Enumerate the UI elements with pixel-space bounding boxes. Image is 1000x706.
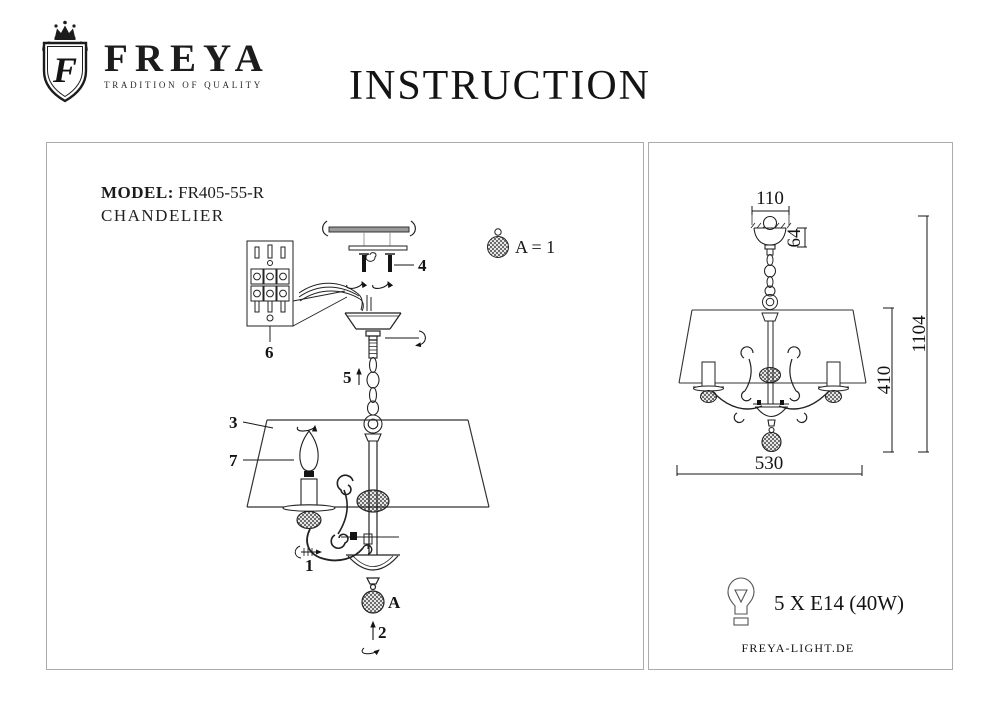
screw-rotation-arrows (346, 281, 394, 289)
screw-icon (294, 545, 322, 559)
central-column (356, 441, 390, 555)
bulb-icon (727, 577, 755, 626)
part-label-1: 1 (305, 556, 314, 575)
model-label: MODEL: (101, 183, 174, 202)
lampshade (246, 419, 490, 508)
part-label-5: 5 (343, 368, 352, 387)
dim-canopy-width: 110 (756, 188, 784, 209)
assembly-diagram: 4 6 (229, 220, 555, 656)
logo-monogram: F (52, 50, 77, 90)
dim-110 (751, 206, 790, 225)
part-label-7: 7 (229, 451, 238, 470)
crystal-ball-icon (487, 228, 509, 258)
dim-candles (693, 361, 849, 403)
website: FREYA-LIGHT.DE (742, 641, 855, 655)
dim-1104 (918, 215, 929, 453)
brand-tagline: TRADITION OF QUALITY (104, 79, 263, 90)
assembly-panel: MODEL: FR405-55-R CHANDELIER (46, 142, 644, 670)
chain (363, 339, 383, 442)
arm-attachment (341, 532, 399, 549)
product-type: CHANDELIER (101, 206, 225, 225)
freya-shield-icon: F (42, 20, 88, 103)
legend-text: A = 1 (515, 237, 555, 257)
part-label-4: 4 (418, 256, 427, 275)
dimensions-panel: 110 64 410 1104 530 5 X E14 (40W) FREYA-… (648, 142, 953, 670)
dim-shade-width: 530 (755, 453, 784, 474)
candle-bulb (282, 424, 336, 530)
part3-leader (242, 421, 274, 429)
dim-410 (883, 307, 894, 453)
dim-canopy-height: 64 (784, 228, 805, 248)
dimension-diagram: 110 64 410 1104 530 5 X E14 (40W) FREYA-… (676, 188, 930, 655)
dim-lampshade (678, 309, 867, 384)
part-label-3: 3 (229, 413, 238, 432)
bottom-bowl (346, 554, 400, 614)
dim-overall-height: 1104 (909, 315, 930, 353)
ceiling (322, 220, 416, 246)
dim-530 (676, 465, 863, 476)
bulb-spec: 5 X E14 (40W) (774, 591, 904, 615)
canopy (344, 312, 402, 341)
mounting-bracket (348, 245, 408, 272)
page-title: INSTRUCTION (349, 63, 651, 109)
part-label-6: 6 (265, 343, 274, 362)
part-label-2: 2 (378, 623, 387, 642)
model-value: FR405-55-R (178, 183, 265, 202)
scroll-arm (306, 474, 373, 562)
dim-shade-height: 410 (874, 366, 895, 395)
part-label-A: A (388, 593, 401, 612)
part2-rotation-arrow (361, 647, 380, 656)
dim-bottom (753, 400, 789, 453)
dim-canopy (750, 215, 792, 250)
dim-arms (707, 346, 834, 423)
dim-64 (797, 227, 807, 248)
canopy-rotation-arrow (385, 330, 426, 348)
brand-logo: F FREYA TRADITION OF QUALITY (34, 18, 264, 110)
model-block: MODEL: FR405-55-R CHANDELIER (101, 181, 264, 227)
brand-name: FREYA (104, 36, 270, 80)
terminal-block-detail (246, 240, 348, 342)
wire-bundle (298, 282, 372, 312)
